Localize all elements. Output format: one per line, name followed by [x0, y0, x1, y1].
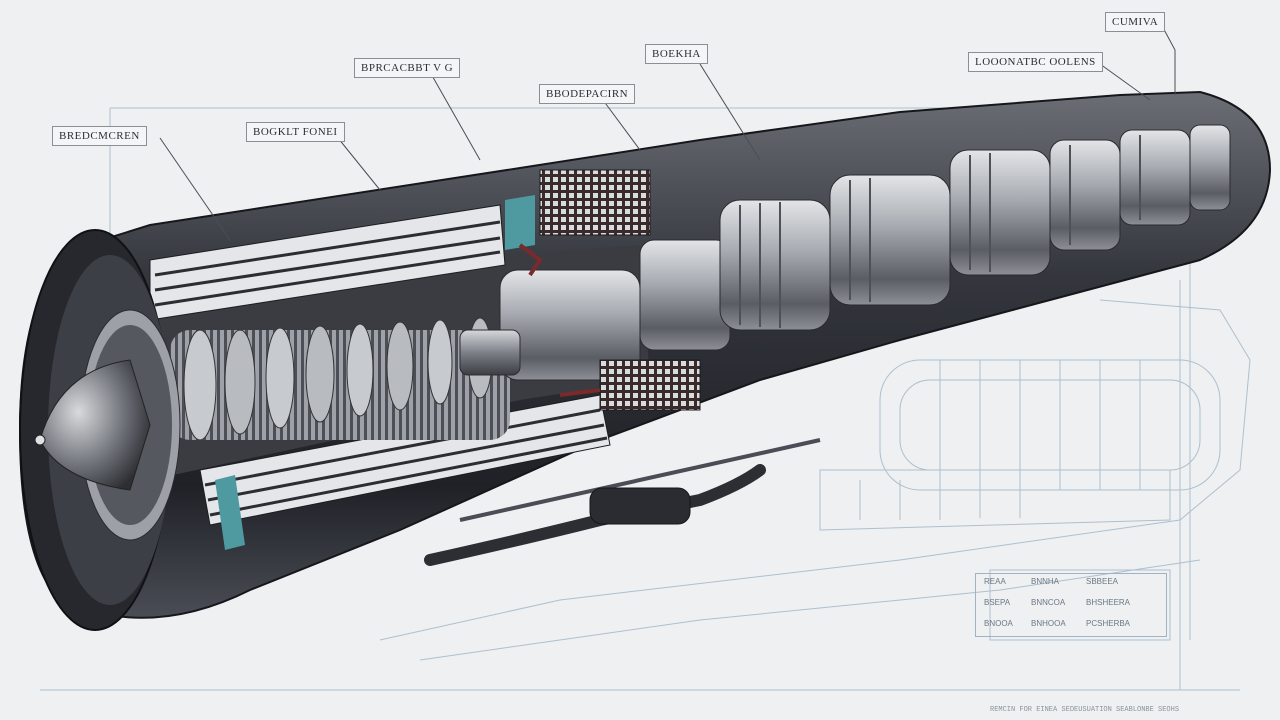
title-block: REAA BNNHA SBBEEA BSEPA BNNCOA BHSHEERA … [975, 573, 1167, 637]
title-block-cell: BHSHEERA [1086, 598, 1131, 607]
callout-label: LOOONATBC OOLENS [968, 52, 1103, 72]
callout-label: BBODEPACIRN [539, 84, 636, 104]
callout-label: CUMIVA [1105, 12, 1166, 32]
compressor-blades [170, 317, 510, 441]
callout-label: BOGKLT FONEI [246, 122, 345, 142]
interior-cutaway [149, 124, 1231, 550]
title-block-cell: BSEPA [984, 598, 1011, 607]
title-block-cell: BNOOA [984, 619, 1013, 628]
title-block-cell: BNHOOA [1031, 619, 1066, 628]
nose-cone [39, 359, 151, 491]
callout-label: BOEKHA [645, 44, 708, 64]
actuator-component [589, 487, 691, 525]
title-block-cell: SBBEEA [1086, 577, 1119, 586]
callout-label: BREDCMCREN [52, 126, 147, 146]
upper-grid-panel [539, 169, 651, 236]
title-block-cell: PCSHERBA [1086, 619, 1131, 628]
title-block-cell: REAA [984, 577, 1006, 586]
callout-label: BPRCACBBT V G [354, 58, 461, 78]
lower-grid-panel [599, 359, 701, 411]
title-block-cell: BNNCOA [1031, 598, 1066, 607]
turbine-drums [499, 124, 1231, 381]
footer-note: REMCIN FOR EINEA SEDEUSUATION SEABLONBE … [990, 706, 1180, 714]
title-block-cell: BNNHA [1031, 577, 1060, 586]
engine-intake [19, 229, 181, 631]
